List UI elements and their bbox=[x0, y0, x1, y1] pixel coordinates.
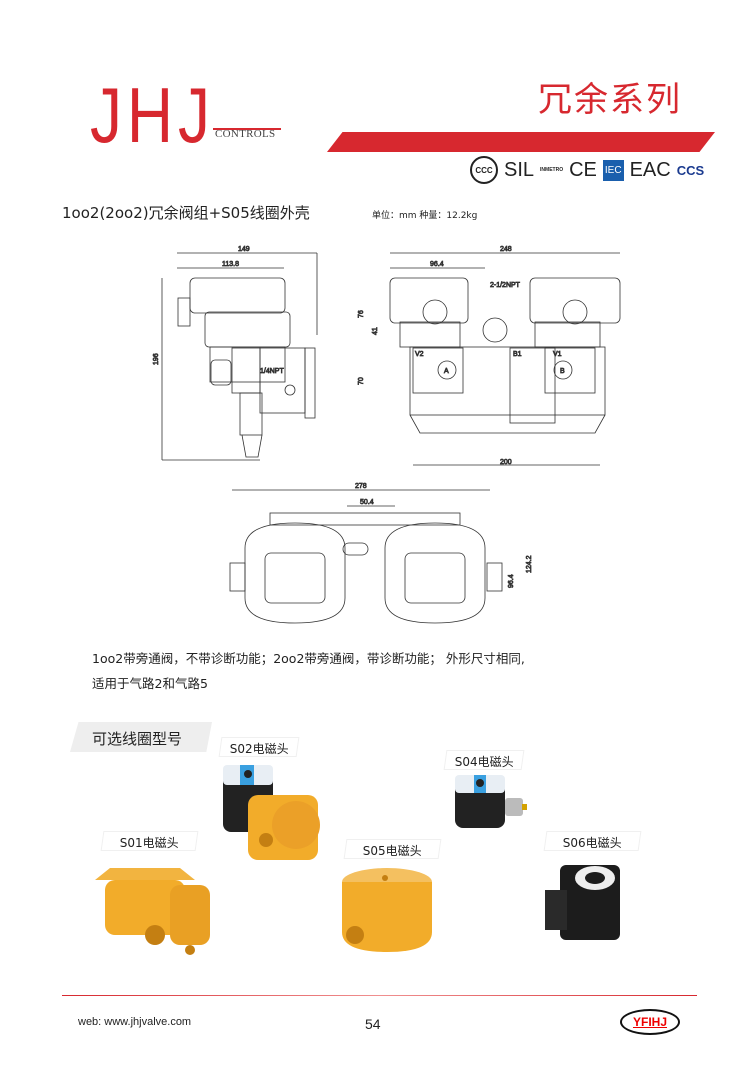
front-view-drawing: 248 96.4 2-1/2NPT 76 41 70 V2 A B1 V1 B … bbox=[358, 246, 621, 466]
certification-logos: CCC SIL INMETRO CE IEC EAC CCS bbox=[470, 155, 704, 185]
series-title: 冗余系列 bbox=[538, 80, 682, 120]
coil-label-s05: S05电磁头 bbox=[343, 839, 442, 859]
brand-logo: JHJ bbox=[90, 71, 215, 159]
label-v2: V2 bbox=[415, 351, 424, 358]
dim-96-4: 96.4 bbox=[430, 261, 444, 268]
unit-weight: 单位：mm 种量：12.2kg bbox=[372, 211, 478, 221]
page-number: 54 bbox=[365, 1016, 381, 1032]
label-a: A bbox=[444, 368, 449, 375]
footer-divider bbox=[62, 995, 697, 996]
dim-149: 149 bbox=[238, 246, 250, 253]
options-heading: 可选线圈型号 bbox=[70, 722, 212, 752]
dim-96-4-b: 96.4 bbox=[508, 574, 515, 588]
dim-248: 248 bbox=[500, 246, 512, 253]
dim-50-4: 50.4 bbox=[360, 499, 374, 506]
port-label-2: 2-1/2NPT bbox=[490, 282, 521, 289]
logo-divider bbox=[213, 128, 281, 130]
s06-coil-image bbox=[545, 865, 620, 940]
label-b: B bbox=[560, 368, 565, 375]
website-link[interactable]: web: www.jhjvalve.com bbox=[78, 1016, 192, 1028]
ce-logo: CE bbox=[569, 158, 597, 181]
yfihj-logo: YFIHJ bbox=[620, 1009, 680, 1035]
label-v1: V1 bbox=[553, 351, 562, 358]
eac-logo: EAC bbox=[629, 158, 671, 181]
dim-76: 76 bbox=[358, 310, 365, 318]
label-b1: B1 bbox=[513, 351, 522, 358]
dim-200: 200 bbox=[500, 459, 512, 466]
dim-124-2: 124.2 bbox=[526, 555, 533, 573]
description-line-1: 1oo2带旁通阀，不带诊断功能；2oo2带旁通阀，带诊断功能； 外形尺寸相同, bbox=[92, 651, 525, 666]
header-red-band bbox=[327, 132, 715, 152]
coil-label-s01: S01电磁头 bbox=[100, 831, 199, 851]
brand-subtitle: CONTROLS bbox=[215, 128, 276, 140]
side-view-drawing: 149 113.8 196 1/4NPT bbox=[153, 246, 318, 461]
iec-logo: IEC bbox=[602, 159, 624, 181]
inmetro-logo: INMETRO bbox=[540, 167, 564, 173]
ccs-logo: CCS bbox=[676, 162, 705, 178]
port-label: 1/4NPT bbox=[260, 368, 284, 375]
s02-coil-image bbox=[223, 765, 320, 860]
coil-label-s04: S04电磁头 bbox=[443, 750, 525, 770]
s04-coil-image bbox=[455, 775, 527, 828]
coil-label-s02: S02电磁头 bbox=[218, 737, 300, 757]
dim-196: 196 bbox=[153, 353, 160, 365]
coil-label-s06: S06电磁头 bbox=[543, 831, 642, 851]
sil-logo: SIL bbox=[504, 158, 535, 181]
ccc-logo: CCC bbox=[470, 156, 498, 184]
dim-70: 70 bbox=[358, 377, 365, 385]
product-title: 1oo2(2oo2)冗余阀组+S05线圈外壳 bbox=[62, 204, 310, 222]
dim-113-8: 113.8 bbox=[222, 261, 239, 268]
dim-41: 41 bbox=[372, 327, 379, 335]
dim-278: 278 bbox=[355, 483, 367, 490]
s01-coil-image bbox=[95, 868, 210, 955]
top-view-drawing: 278 50.4 96.4 124.2 bbox=[229, 483, 533, 624]
s05-coil-image bbox=[342, 868, 432, 952]
description-line-2: 适用于气路2和气路5 bbox=[92, 676, 208, 691]
